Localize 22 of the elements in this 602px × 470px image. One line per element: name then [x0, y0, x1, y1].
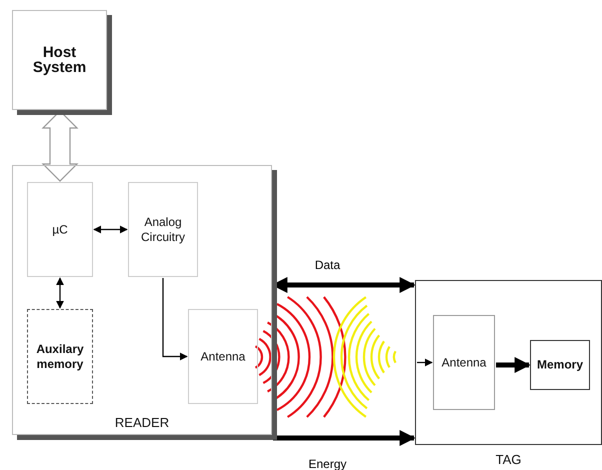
node-label: Memory: [536, 358, 584, 372]
arrow: [273, 430, 416, 446]
arrow: [496, 357, 531, 373]
node-label: µC: [51, 222, 69, 237]
antenna-box: [188, 309, 258, 404]
arrow: [56, 277, 64, 309]
group-title: READER: [114, 415, 170, 430]
node-label: Host System: [32, 45, 88, 75]
arrow: [93, 226, 128, 234]
auxiliary-memory-box: [27, 309, 93, 404]
antenna-box: [433, 315, 495, 410]
group-title: TAG: [494, 452, 522, 467]
analog-circuitry-box: [128, 182, 198, 277]
arrow: [417, 358, 433, 366]
node-label: Antenna: [440, 355, 488, 370]
node-label: Auxilary memory: [35, 342, 85, 372]
edge-label: Data: [312, 258, 342, 272]
node-label: Analog Circuitry: [140, 214, 186, 244]
memory-box: [530, 340, 590, 390]
microcontroller-box: [27, 182, 93, 277]
arrow: [162, 278, 188, 360]
node-label: Antenna: [200, 349, 246, 364]
